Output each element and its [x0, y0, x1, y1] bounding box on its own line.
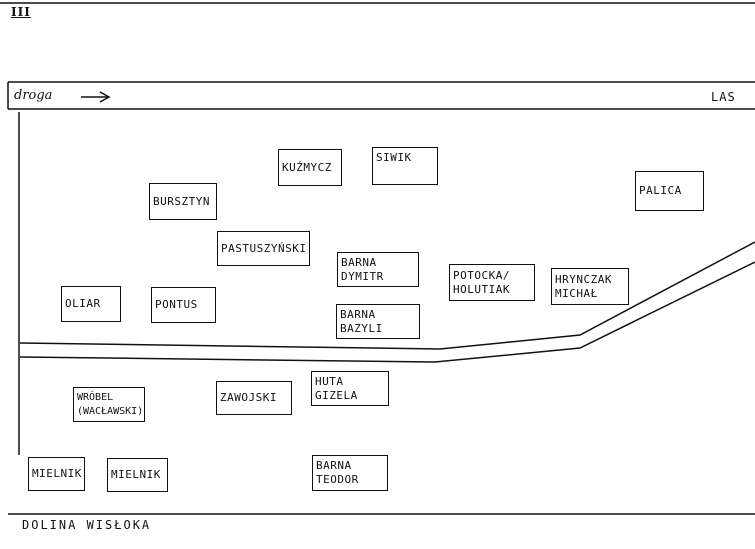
road-upper-edge — [19, 241, 755, 350]
page-number: III — [11, 5, 31, 19]
house-mielnik-2: MIELNIK — [107, 458, 168, 492]
house-huta-gizela: HUTA GIZELA — [311, 371, 389, 406]
valley-label: DOLINA WISŁOKA — [22, 518, 152, 532]
road-lower-edge — [19, 261, 755, 363]
house-hrynczak-michal: HRYNCZAK MICHAŁ — [551, 268, 629, 305]
house-barna-dymitr: BARNA DYMITR — [337, 252, 419, 287]
house-potocka-holutiak: POTOCKA/ HOLUTIAK — [449, 264, 535, 301]
arrow-right-icon — [81, 91, 111, 103]
house-barna-bazyli: BARNA BAZYLI — [336, 304, 420, 339]
house-palica: PALICA — [635, 171, 704, 211]
house-oliar: OLIAR — [61, 286, 121, 322]
house-zawojski: ZAWOJSKI — [216, 381, 292, 415]
road-label: droga — [14, 88, 53, 103]
house-bursztyn: BURSZTYN — [149, 183, 217, 220]
forest-label: LAS — [711, 90, 736, 104]
house-pastuszynski: PASTUSZYŃSKI — [217, 231, 310, 266]
house-wrobel-waclawski: WRÓBEL (WACŁAWSKI) — [73, 387, 145, 422]
house-pontus: PONTUS — [151, 287, 216, 323]
house-mielnik-1: MIELNIK — [28, 457, 85, 491]
house-siwik: SIWIK — [372, 147, 438, 185]
house-kuzmycz: KUŹMYCZ — [278, 149, 342, 186]
house-barna-teodor: BARNA TEODOR — [312, 455, 388, 491]
